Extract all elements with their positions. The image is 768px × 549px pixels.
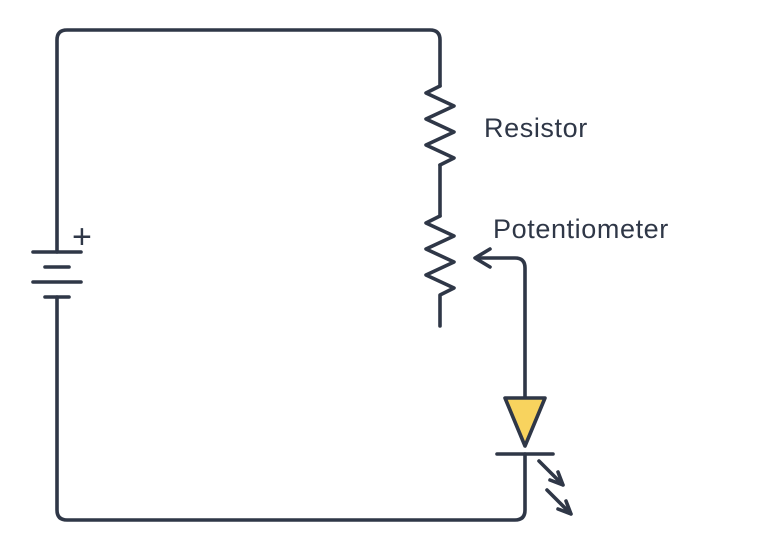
wire-top [55,28,442,254]
resistor-symbol [424,84,456,167]
light-arrow-1 [537,459,565,487]
light-arrow-2 [545,488,573,516]
led-symbol [503,396,547,448]
resistor-label: Resistor [484,113,588,143]
battery-plus-label: + [72,218,92,256]
wiper-wire [474,256,527,400]
led-light-arrows-icon [537,459,573,516]
wiper-arrowhead-icon [473,247,492,269]
potentiometer-symbol [424,214,456,328]
potentiometer-label: Potentiometer [493,214,669,244]
circuit-strokes [31,28,573,522]
battery-symbol [31,250,83,299]
labels: + Resistor Potentiometer [72,113,669,256]
wire-bottom [55,295,527,522]
